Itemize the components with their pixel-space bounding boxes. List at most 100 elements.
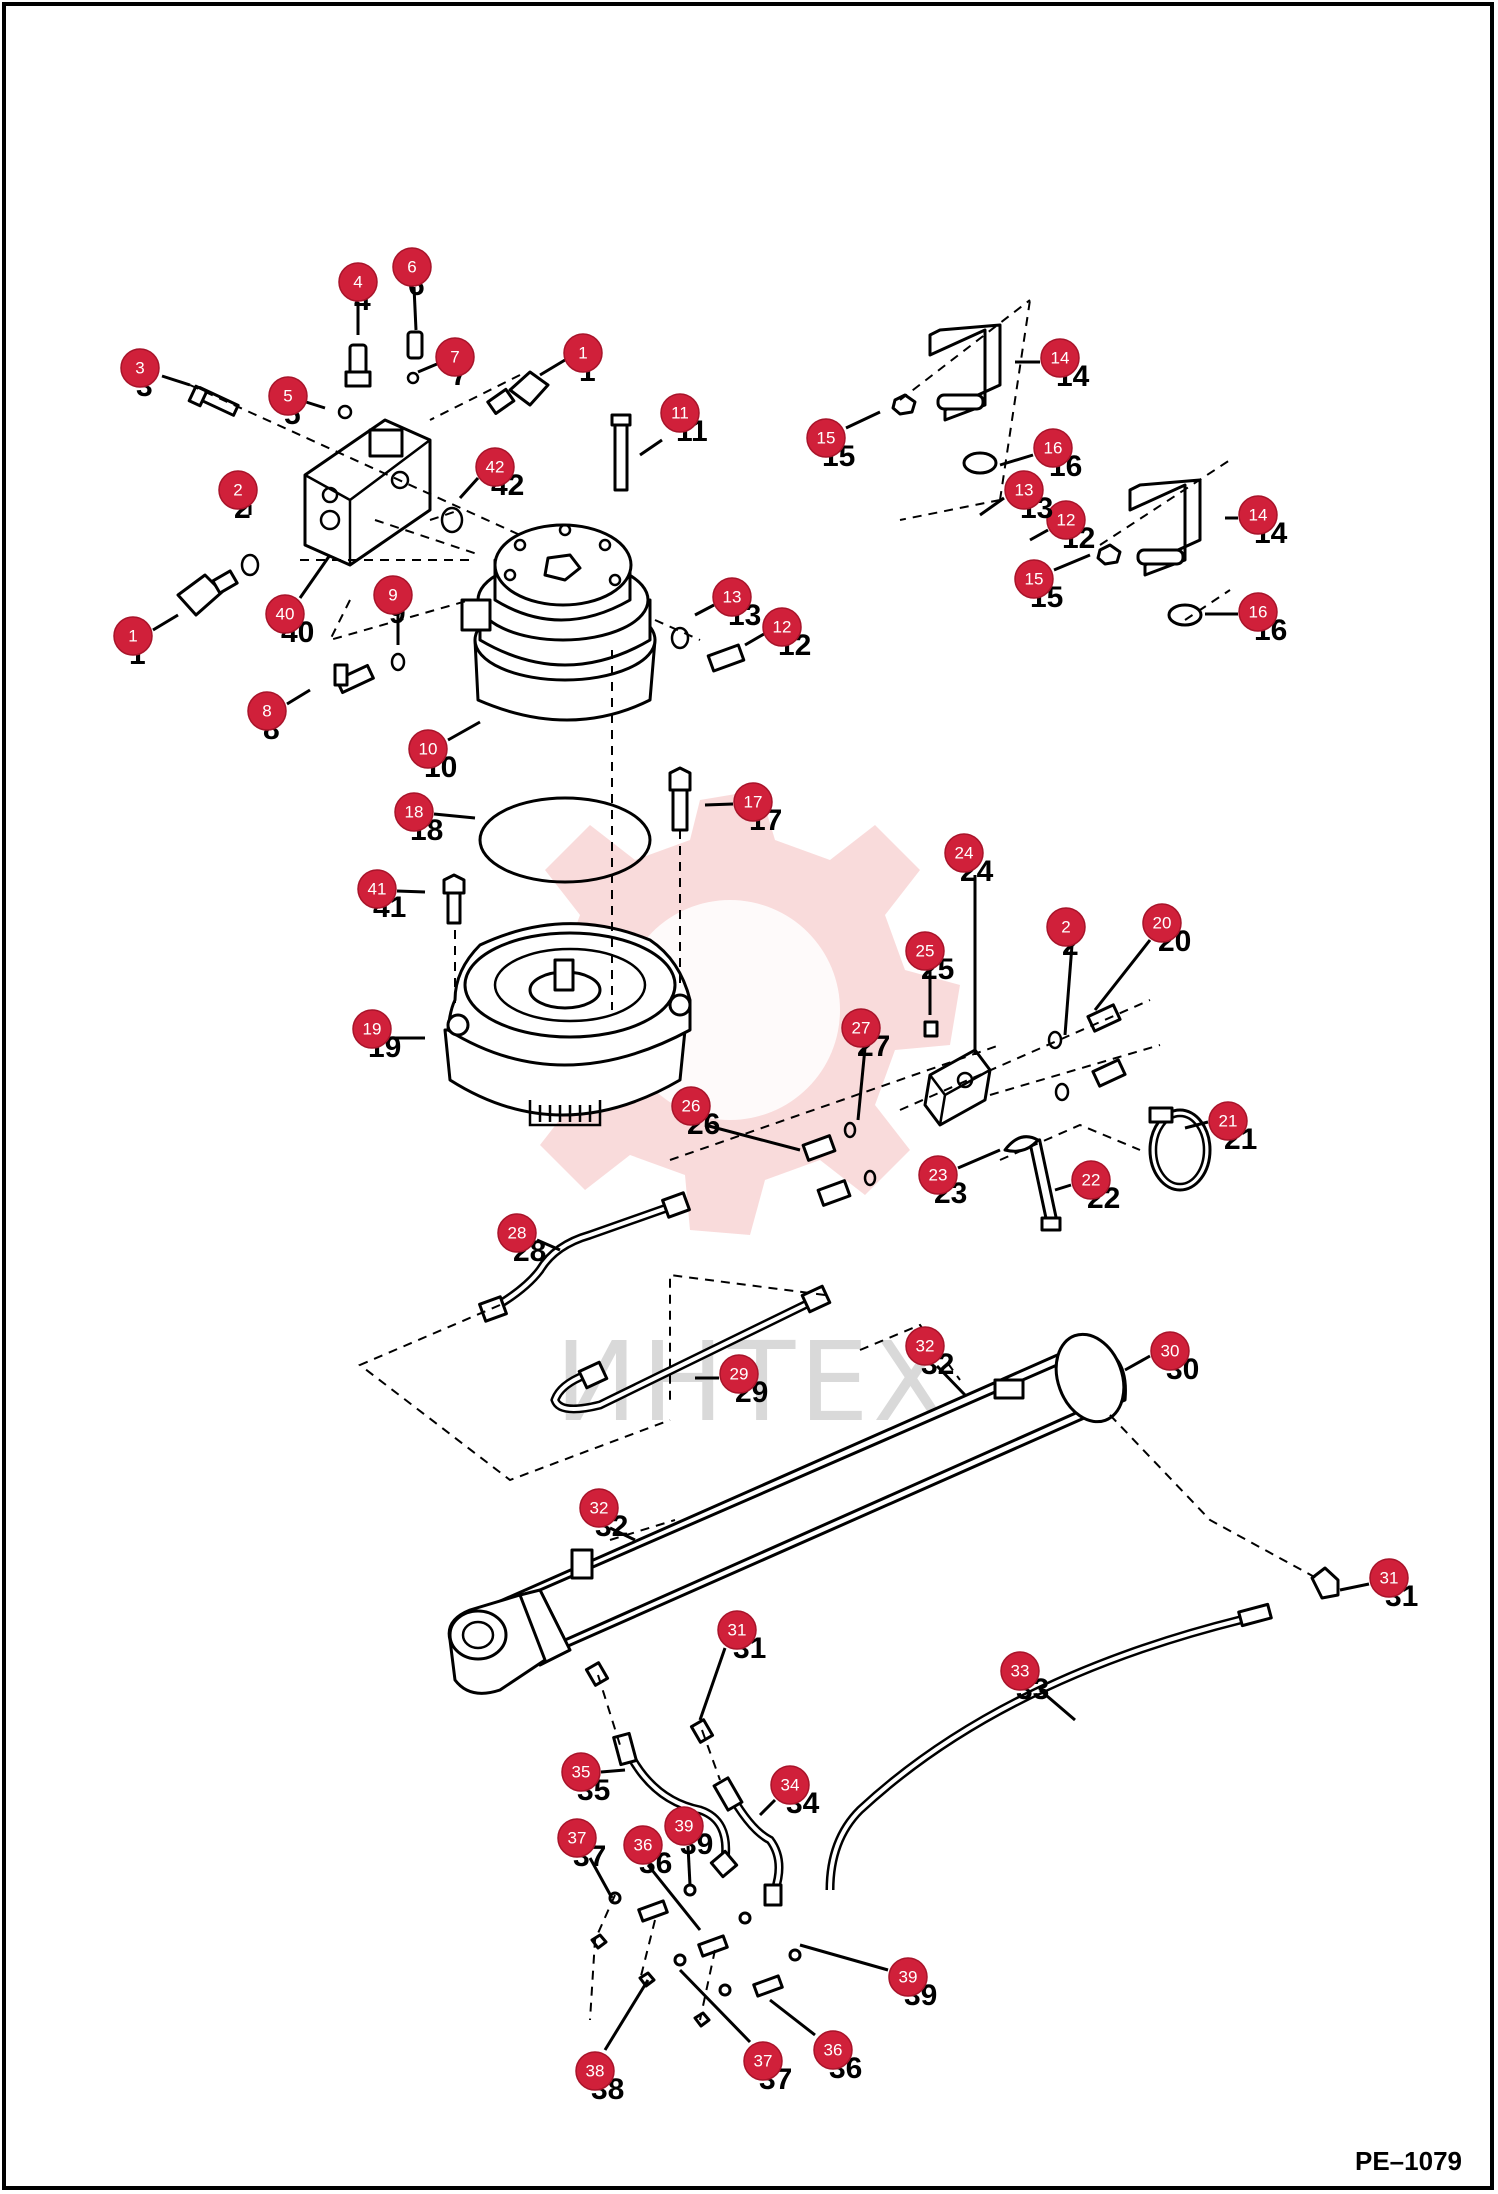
callout-badge[interactable] — [888, 1957, 928, 1997]
callout-9[interactable]: 9 — [373, 575, 413, 615]
callout-badge[interactable] — [1238, 495, 1278, 535]
callout-badge[interactable] — [841, 1008, 881, 1048]
callout-2[interactable]: 2 — [218, 470, 258, 510]
callout-12[interactable]: 12 — [1046, 500, 1086, 540]
callout-badge[interactable] — [561, 1752, 601, 1792]
callout-11[interactable]: 11 — [660, 393, 700, 433]
callout-badge[interactable] — [1004, 470, 1044, 510]
callout-42[interactable]: 42 — [475, 447, 515, 487]
callout-badge[interactable] — [352, 1009, 392, 1049]
callout-2[interactable]: 2 — [1046, 907, 1086, 947]
callout-badge[interactable] — [664, 1806, 704, 1846]
callout-badge[interactable] — [575, 2051, 615, 2091]
callout-16[interactable]: 16 — [1033, 428, 1073, 468]
callout-badge[interactable] — [475, 447, 515, 487]
callout-37[interactable]: 37 — [557, 1818, 597, 1858]
callout-26[interactable]: 26 — [671, 1086, 711, 1126]
callout-badge[interactable] — [1150, 1331, 1190, 1371]
callout-badge[interactable] — [905, 1326, 945, 1366]
callout-35[interactable]: 35 — [561, 1752, 601, 1792]
callout-3[interactable]: 3 — [120, 348, 160, 388]
callout-10[interactable]: 10 — [408, 729, 448, 769]
callout-badge[interactable] — [743, 2041, 783, 2081]
callout-23[interactable]: 23 — [918, 1155, 958, 1195]
callout-22[interactable]: 22 — [1071, 1160, 1111, 1200]
callout-badge[interactable] — [357, 869, 397, 909]
callout-19[interactable]: 19 — [352, 1009, 392, 1049]
callout-badge[interactable] — [944, 833, 984, 873]
callout-18[interactable]: 18 — [394, 792, 434, 832]
callout-40[interactable]: 40 — [265, 594, 305, 634]
callout-badge[interactable] — [373, 575, 413, 615]
callout-badge[interactable] — [762, 607, 802, 647]
callout-41[interactable]: 41 — [357, 869, 397, 909]
callout-badge[interactable] — [247, 691, 287, 731]
callout-14[interactable]: 14 — [1040, 338, 1080, 378]
callout-badge[interactable] — [394, 792, 434, 832]
callout-37[interactable]: 37 — [743, 2041, 783, 2081]
callout-34[interactable]: 34 — [770, 1765, 810, 1805]
callout-6[interactable]: 6 — [392, 247, 432, 287]
callout-badge[interactable] — [719, 1354, 759, 1394]
callout-badge[interactable] — [1046, 907, 1086, 947]
callout-27[interactable]: 27 — [841, 1008, 881, 1048]
callout-badge[interactable] — [579, 1488, 619, 1528]
callout-badge[interactable] — [671, 1086, 711, 1126]
callout-badge[interactable] — [712, 577, 752, 617]
callout-badge[interactable] — [265, 594, 305, 634]
callout-17[interactable]: 17 — [733, 782, 773, 822]
callout-badge[interactable] — [113, 616, 153, 656]
callout-29[interactable]: 29 — [719, 1354, 759, 1394]
callout-badge[interactable] — [1033, 428, 1073, 468]
callout-39[interactable]: 39 — [888, 1957, 928, 1997]
callout-13[interactable]: 13 — [712, 577, 752, 617]
callout-badge[interactable] — [392, 247, 432, 287]
callout-39[interactable]: 39 — [664, 1806, 704, 1846]
callout-badge[interactable] — [435, 337, 475, 377]
callout-12[interactable]: 12 — [762, 607, 802, 647]
callout-25[interactable]: 25 — [905, 931, 945, 971]
callout-badge[interactable] — [1071, 1160, 1111, 1200]
callout-32[interactable]: 32 — [579, 1488, 619, 1528]
callout-badge[interactable] — [1046, 500, 1086, 540]
callout-badge[interactable] — [660, 393, 700, 433]
callout-badge[interactable] — [218, 470, 258, 510]
callout-badge[interactable] — [733, 782, 773, 822]
callout-badge[interactable] — [497, 1213, 537, 1253]
callout-badge[interactable] — [1142, 903, 1182, 943]
callout-badge[interactable] — [1238, 592, 1278, 632]
callout-36[interactable]: 36 — [813, 2030, 853, 2070]
callout-badge[interactable] — [1014, 559, 1054, 599]
callout-badge[interactable] — [1000, 1651, 1040, 1691]
callout-badge[interactable] — [338, 262, 378, 302]
callout-badge[interactable] — [717, 1610, 757, 1650]
callout-14[interactable]: 14 — [1238, 495, 1278, 535]
callout-36[interactable]: 36 — [623, 1825, 663, 1865]
callout-badge[interactable] — [1208, 1101, 1248, 1141]
callout-badge[interactable] — [563, 333, 603, 373]
callout-30[interactable]: 30 — [1150, 1331, 1190, 1371]
callout-badge[interactable] — [268, 376, 308, 416]
callout-33[interactable]: 33 — [1000, 1651, 1040, 1691]
callout-13[interactable]: 13 — [1004, 470, 1044, 510]
callout-4[interactable]: 4 — [338, 262, 378, 302]
callout-24[interactable]: 24 — [944, 833, 984, 873]
callout-badge[interactable] — [806, 418, 846, 458]
callout-16[interactable]: 16 — [1238, 592, 1278, 632]
callout-7[interactable]: 7 — [435, 337, 475, 377]
callout-badge[interactable] — [623, 1825, 663, 1865]
callout-32[interactable]: 32 — [905, 1326, 945, 1366]
callout-badge[interactable] — [1369, 1558, 1409, 1598]
callout-badge[interactable] — [770, 1765, 810, 1805]
callout-badge[interactable] — [557, 1818, 597, 1858]
callout-badge[interactable] — [905, 931, 945, 971]
callout-1[interactable]: 1 — [563, 333, 603, 373]
callout-badge[interactable] — [918, 1155, 958, 1195]
callout-38[interactable]: 38 — [575, 2051, 615, 2091]
callout-badge[interactable] — [813, 2030, 853, 2070]
callout-badge[interactable] — [408, 729, 448, 769]
callout-badge[interactable] — [1040, 338, 1080, 378]
callout-15[interactable]: 15 — [1014, 559, 1054, 599]
callout-21[interactable]: 21 — [1208, 1101, 1248, 1141]
callout-8[interactable]: 8 — [247, 691, 287, 731]
